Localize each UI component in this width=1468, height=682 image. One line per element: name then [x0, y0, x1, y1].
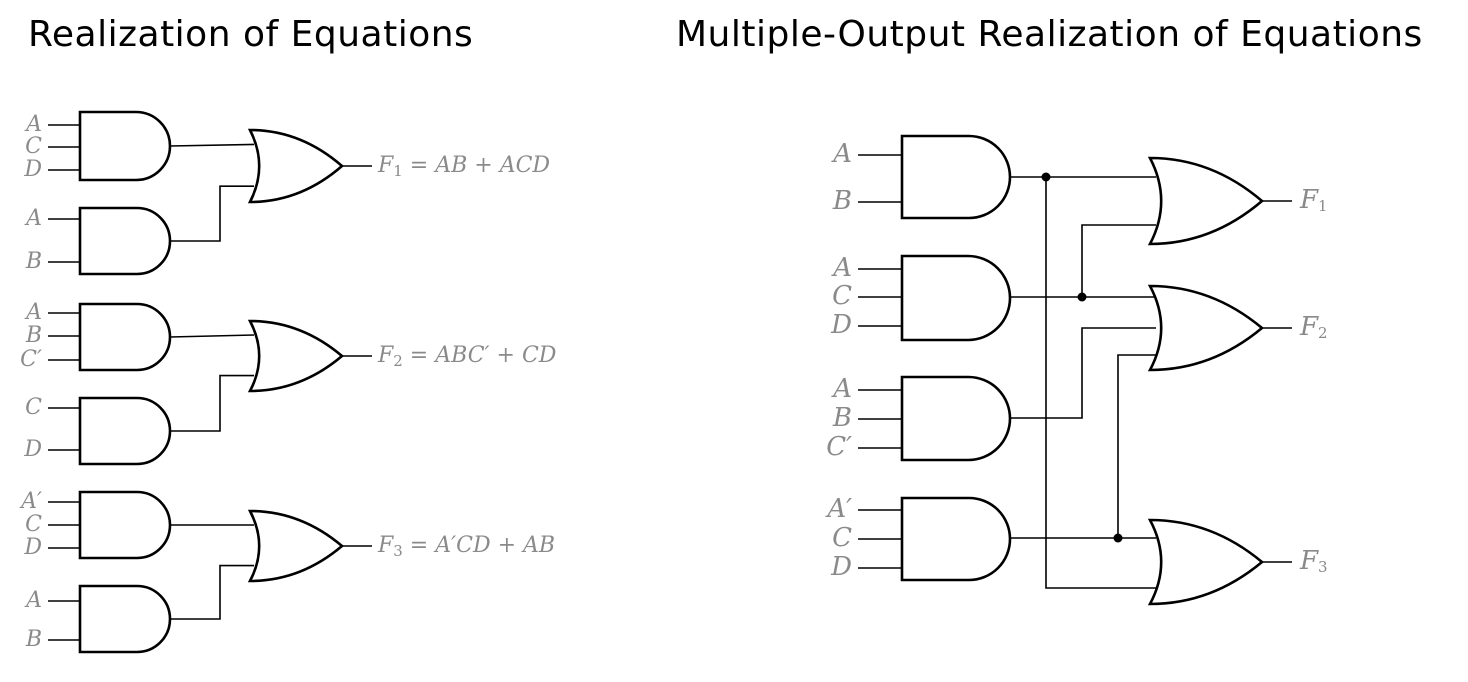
- input-label: A: [24, 588, 42, 613]
- input-label: A: [831, 139, 852, 169]
- input-label: D: [830, 552, 852, 582]
- output-variable: F: [1299, 546, 1319, 576]
- output-variable: F: [1299, 312, 1319, 342]
- output-subscript: 1: [393, 162, 403, 180]
- input-label: C: [832, 523, 852, 553]
- input-label: A: [24, 112, 42, 137]
- input-label: D: [23, 437, 42, 462]
- junction-dot: [1041, 172, 1051, 182]
- cd-to-or2-wire: [1117, 354, 1156, 538]
- output-label-f3: F3: [1299, 546, 1328, 576]
- and3-to-or2-wire: [1010, 327, 1156, 419]
- input-label: C: [25, 134, 42, 159]
- input-label: C: [25, 395, 42, 420]
- right-or-gate-3: [1147, 518, 1265, 606]
- right-and-gate-2: [900, 254, 1012, 342]
- output-label-f2: F2 = ABC′ + CD: [377, 343, 557, 370]
- input-label: D: [23, 535, 42, 560]
- right-and-gate-4: [900, 496, 1012, 582]
- input-label: A: [831, 374, 852, 404]
- left-diagram-title: Realization of Equations: [28, 14, 474, 55]
- left-and-gate-2-2: [78, 396, 172, 466]
- junction-dot: [1077, 292, 1087, 302]
- input-label: B: [832, 186, 852, 216]
- input-label: A: [831, 253, 852, 283]
- gate-connection-wire: [169, 143, 255, 147]
- right-and-gate-3: [900, 375, 1012, 462]
- gate-connection-wire: [170, 185, 254, 242]
- input-label: D: [23, 157, 42, 182]
- input-label: C′: [826, 432, 852, 462]
- output-label-f1: F1: [1299, 185, 1328, 215]
- output-label-f3: F3 = A′CD + AB: [377, 533, 555, 560]
- output-equation: = A′CD + AB: [403, 533, 555, 558]
- junction-dot: [1113, 533, 1123, 543]
- right-or-gate-2: [1147, 284, 1265, 372]
- output-subscript: 3: [393, 542, 403, 560]
- input-label: A: [24, 206, 42, 231]
- input-label: B: [25, 627, 42, 652]
- output-equation: = ABC′ + CD: [403, 343, 557, 368]
- output-label-f1: F1 = AB + ACD: [377, 153, 550, 180]
- right-and-gate-1: [900, 134, 1012, 220]
- output-subscript: 1: [1318, 197, 1328, 215]
- input-label: A′: [825, 494, 852, 524]
- left-and-gate-1-2: [78, 206, 172, 276]
- input-label: C′: [20, 347, 42, 372]
- output-subscript: 2: [393, 352, 403, 370]
- right-diagram-title: Multiple-Output Realization of Equations: [676, 14, 1423, 55]
- input-label: C: [832, 281, 852, 311]
- output-subscript: 2: [1318, 324, 1328, 342]
- output-label-f2: F2: [1299, 312, 1328, 342]
- acd-to-or1-wire: [1081, 224, 1156, 297]
- output-equation: = AB + ACD: [403, 153, 551, 178]
- output-variable: F: [377, 153, 394, 178]
- output-variable: F: [1299, 185, 1319, 215]
- input-label: B: [25, 323, 42, 348]
- input-label: D: [830, 310, 852, 340]
- left-and-gate-1-1: [78, 110, 172, 182]
- left-or-gate-3: [247, 509, 345, 583]
- input-label: B: [25, 249, 42, 274]
- left-or-gate-1: [247, 128, 344, 204]
- gate-connection-wire: [170, 564, 254, 620]
- output-subscript: 3: [1318, 558, 1328, 576]
- output-variable: F: [377, 533, 394, 558]
- gate-connection-wire: [170, 374, 254, 432]
- input-label: A′: [19, 489, 42, 514]
- left-and-gate-3-1: [78, 490, 172, 560]
- input-label: C: [25, 512, 42, 537]
- right-or-gate-1: [1147, 156, 1265, 246]
- left-and-gate-3-2: [78, 584, 172, 654]
- gate-connection-wire: [169, 334, 255, 338]
- input-label: A: [24, 300, 42, 325]
- ab-bus-to-or3-wire: [1045, 177, 1156, 589]
- left-and-gate-2-1: [78, 302, 172, 372]
- input-label: B: [832, 403, 852, 433]
- left-or-gate-2: [247, 319, 345, 393]
- output-variable: F: [377, 343, 394, 368]
